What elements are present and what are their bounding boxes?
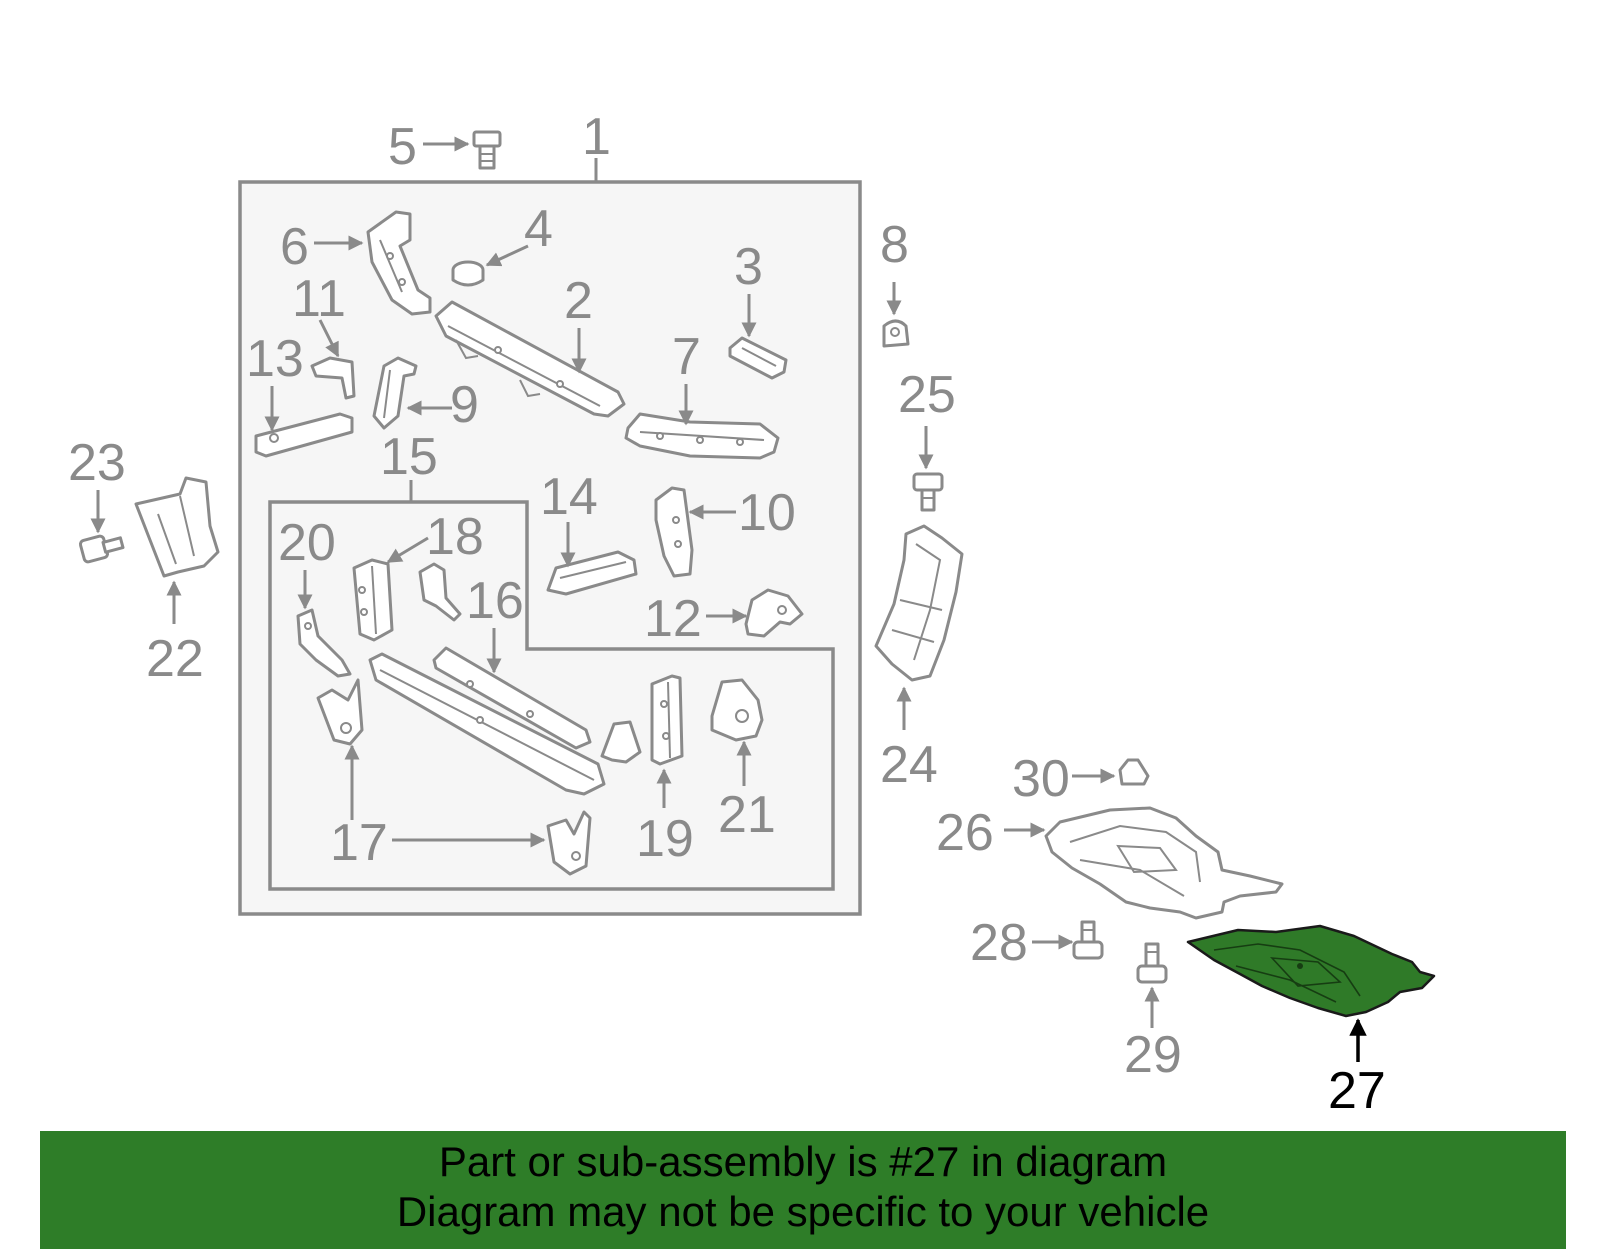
part-6-bracket[interactable]	[366, 210, 432, 316]
callout-3: 3	[734, 238, 763, 296]
part-16-end-bracket[interactable]	[600, 720, 642, 764]
part-24-side-support[interactable]	[874, 524, 964, 682]
callout-2: 2	[564, 272, 593, 330]
part-12-bracket[interactable]	[744, 588, 804, 638]
part-18-bracket[interactable]	[352, 558, 394, 642]
banner-line-2: Diagram may not be specific to your vehi…	[396, 1188, 1210, 1235]
info-banner: Part or sub-assembly is #27 in diagram D…	[40, 1131, 1566, 1249]
part-25-bolt[interactable]	[912, 472, 944, 512]
arrow-11	[318, 319, 340, 358]
part-5-bolt[interactable]	[472, 130, 502, 170]
callout-4: 4	[524, 200, 553, 258]
arrow-4	[485, 244, 529, 267]
callout-13: 13	[246, 330, 304, 388]
part-22-side-bracket[interactable]	[134, 476, 220, 578]
part-8-clip[interactable]	[882, 319, 910, 348]
part-21-bracket[interactable]	[710, 678, 764, 742]
part-2-upper-support[interactable]	[434, 300, 626, 418]
callout-21: 21	[718, 786, 776, 844]
part-13-plate[interactable]	[254, 412, 354, 458]
callout-29: 29	[1124, 1026, 1182, 1084]
arrow-18	[386, 536, 429, 564]
callout-10: 10	[738, 484, 796, 542]
callout-5: 5	[388, 118, 417, 176]
part-17-bracket-upper[interactable]	[316, 678, 364, 746]
part-20-bracket[interactable]	[296, 608, 352, 678]
callout-22: 22	[146, 630, 204, 688]
callout-12: 12	[644, 590, 702, 648]
part-26-engine-undercover[interactable]	[1044, 806, 1284, 920]
part-29-bolt[interactable]	[1136, 942, 1168, 984]
part-3-bracket[interactable]	[728, 336, 788, 380]
part-19-bracket[interactable]	[650, 674, 684, 766]
assembly-15-frame	[268, 500, 835, 891]
part-14-bracket[interactable]	[546, 550, 638, 596]
callout-23: 23	[68, 434, 126, 492]
part-9-bracket[interactable]	[372, 356, 418, 430]
part-28-bolt[interactable]	[1072, 920, 1104, 960]
part-18-clip[interactable]	[418, 562, 462, 622]
callout-24: 24	[880, 736, 938, 794]
callout-19: 19	[636, 810, 694, 868]
callout-25: 25	[898, 366, 956, 424]
part-17-bracket-lower[interactable]	[546, 810, 592, 876]
callout-18: 18	[426, 508, 484, 566]
part-4-clip[interactable]	[451, 260, 485, 287]
callout-9: 9	[450, 376, 479, 434]
callout-26: 26	[936, 804, 994, 862]
part-27-engine-undercover[interactable]	[1186, 924, 1436, 1018]
callout-28: 28	[970, 914, 1028, 972]
part-23-bolt[interactable]	[78, 534, 125, 564]
callout-30: 30	[1012, 750, 1070, 808]
banner-line-1: Part or sub-assembly is #27 in diagram	[438, 1138, 1168, 1185]
callout-6: 6	[280, 218, 309, 276]
callout-17: 17	[330, 814, 388, 872]
callout-16: 16	[466, 572, 524, 630]
part-16-lower-support[interactable]	[368, 646, 606, 796]
callout-7: 7	[672, 328, 701, 386]
callout-14: 14	[540, 468, 598, 526]
part-10-bracket[interactable]	[654, 486, 694, 578]
callout-27: 27	[1328, 1062, 1386, 1120]
callout-15: 15	[380, 428, 438, 486]
part-7-member[interactable]	[624, 412, 780, 460]
part-30-clip[interactable]	[1118, 758, 1150, 786]
callout-20: 20	[278, 514, 336, 572]
part-11-bracket[interactable]	[310, 356, 356, 400]
callout-8: 8	[880, 216, 909, 274]
callout-11: 11	[292, 270, 346, 328]
callout-1: 1	[582, 108, 611, 166]
